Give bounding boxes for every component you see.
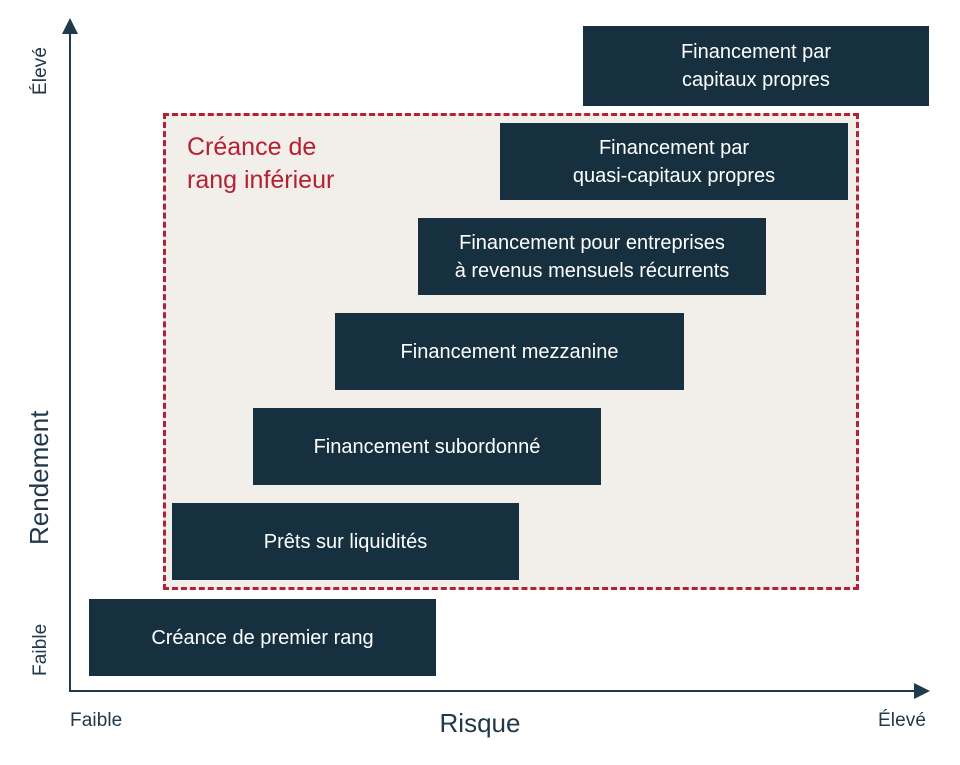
y-axis-low-label: Faible [30, 623, 51, 676]
tier-box: Financement par quasi-capitaux propres [500, 123, 848, 200]
y-axis-line [69, 32, 71, 692]
subordinated-debt-region-label: Créance de rang inférieur [187, 133, 335, 194]
x-axis-low-label: Faible [70, 710, 123, 731]
y-axis-arrow-icon [62, 18, 78, 34]
tier-box: Financement pour entreprises à revenus m… [418, 218, 766, 295]
y-axis-high-label: Élevé [30, 46, 51, 95]
tier-box: Financement par capitaux propres [583, 26, 929, 106]
y-axis-title: Rendement [24, 410, 54, 545]
tier-box: Créance de premier rang [89, 599, 436, 676]
x-axis-line [69, 690, 922, 692]
tier-box: Prêts sur liquidités [172, 503, 519, 580]
x-axis-high-label: Élevé [878, 710, 927, 731]
tier-box: Financement subordonné [253, 408, 601, 485]
tier-box: Financement mezzanine [335, 313, 684, 390]
x-axis-title: Risque [439, 708, 521, 738]
x-axis-arrow-icon [914, 683, 930, 699]
